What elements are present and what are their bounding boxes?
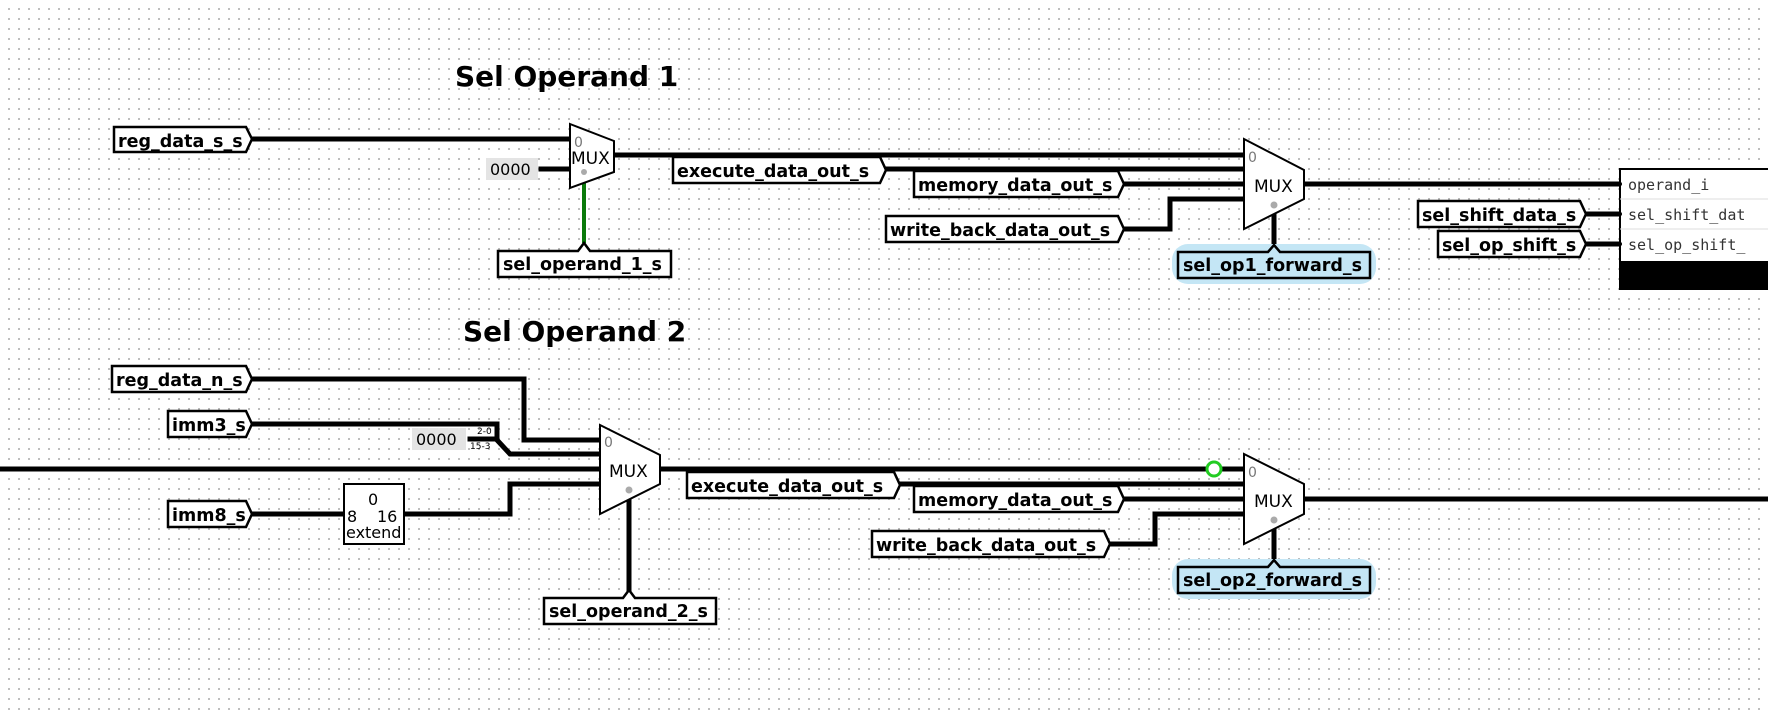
pin — [1618, 212, 1622, 216]
subcircuit-label-bar — [1620, 261, 1768, 289]
wires-operand-1 — [249, 136, 1621, 248]
splitter-high-label: 15-3 — [470, 442, 490, 452]
wire — [249, 376, 603, 443]
tunnel-sel-shift-data[interactable]: sel_shift_data_s — [1416, 199, 1588, 229]
tunnel-label: execute_data_out_s — [677, 162, 869, 182]
mux-forward-1[interactable]: 0 MUX — [1243, 137, 1305, 231]
tunnel-label: execute_data_out_s — [691, 477, 883, 497]
tunnel-label: reg_data_n_s — [116, 371, 243, 391]
tunnel-label: sel_operand_1_s — [503, 255, 662, 275]
tunnel-execute-data-out-1[interactable]: execute_data_out_s — [671, 155, 888, 185]
heading-sel-operand-1: Sel Operand 1 — [455, 60, 678, 93]
port-sel-shift-data: sel_shift_dat — [1628, 206, 1745, 224]
wire — [494, 421, 603, 457]
extender-in-width: 8 — [347, 507, 357, 526]
select-pin — [1270, 201, 1278, 209]
extender-label: extend — [346, 523, 401, 542]
tunnel-imm3[interactable]: imm3_s — [166, 409, 254, 439]
tunnel-memory-data-out-2[interactable]: memory_data_out_s — [912, 484, 1126, 514]
constant-value: 0000 — [416, 430, 457, 449]
tunnel-reg-data-s[interactable]: reg_data_s_s — [112, 125, 254, 154]
extender-const: 0 — [368, 490, 378, 509]
tunnel-imm8[interactable]: imm8_s — [166, 499, 254, 529]
mux-operand-2[interactable]: 0 MUX — [599, 423, 661, 516]
wire — [401, 481, 603, 517]
tunnel-label: write_back_data_out_s — [890, 221, 1110, 241]
wires-operand-2 — [0, 376, 1768, 593]
tunnel-write-back-data-out-2[interactable]: write_back_data_out_s — [870, 529, 1112, 559]
tunnel-sel-op-shift[interactable]: sel_op_shift_s — [1436, 229, 1588, 259]
mux-forward-2[interactable]: 0 MUX — [1243, 452, 1305, 546]
splitter[interactable]: 2-0 15-3 — [470, 427, 492, 452]
tunnel-label: imm3_s — [172, 416, 246, 436]
tunnel-sel-op1-forward[interactable]: sel_op1_forward_s — [1176, 243, 1372, 280]
tunnel-label: reg_data_s_s — [118, 132, 243, 152]
tunnel-label: sel_operand_2_s — [549, 602, 708, 622]
mux-label: MUX — [1254, 177, 1293, 197]
constant-0000-op1[interactable]: 0000 — [486, 158, 538, 180]
extender-out-width: 16 — [377, 507, 397, 526]
mux-label: MUX — [1254, 492, 1293, 512]
tunnel-label: sel_shift_data_s — [1422, 206, 1576, 226]
tunnel-label: imm8_s — [172, 506, 246, 526]
tunnel-label: memory_data_out_s — [918, 176, 1112, 196]
select-pin — [625, 486, 633, 494]
mux-input-0-label: 0 — [1248, 150, 1257, 166]
pin — [1618, 242, 1622, 246]
shifter-subcircuit[interactable]: operand_i sel_shift_dat sel_op_shift_ — [1619, 168, 1768, 290]
probe-marker[interactable] — [1205, 460, 1223, 478]
mux-operand-1[interactable]: 0 MUX — [569, 122, 615, 190]
pin — [1618, 182, 1622, 186]
tunnel-memory-data-out-1[interactable]: memory_data_out_s — [912, 169, 1126, 199]
tunnel-execute-data-out-2[interactable]: execute_data_out_s — [685, 470, 902, 500]
tunnel-label: sel_op_shift_s — [1442, 236, 1576, 256]
wire — [1121, 196, 1245, 232]
tunnel-label: sel_op2_forward_s — [1183, 571, 1362, 591]
mux-input-0-label: 0 — [1248, 465, 1257, 481]
select-pin — [581, 169, 587, 175]
tunnel-sel-operand-2[interactable]: sel_operand_2_s — [542, 587, 718, 626]
mux-label: MUX — [571, 149, 610, 169]
tunnel-sel-operand-1[interactable]: sel_operand_1_s — [496, 240, 673, 279]
splitter-low-label: 2-0 — [477, 427, 492, 437]
select-pin — [1270, 516, 1278, 524]
mux-input-0-label: 0 — [574, 135, 583, 151]
tunnel-write-back-data-out-1[interactable]: write_back_data_out_s — [884, 214, 1126, 244]
wire — [1107, 511, 1245, 547]
tunnel-label: write_back_data_out_s — [876, 536, 1096, 556]
tunnel-reg-data-n[interactable]: reg_data_n_s — [110, 364, 254, 394]
port-operand-i: operand_i — [1628, 176, 1709, 194]
tunnel-label: sel_op1_forward_s — [1183, 256, 1362, 276]
tunnel-label: memory_data_out_s — [918, 491, 1112, 511]
constant-0000-op2[interactable]: 0000 — [412, 428, 466, 450]
heading-sel-operand-2: Sel Operand 2 — [463, 315, 686, 348]
mux-input-0-label: 0 — [604, 435, 613, 451]
constant-value: 0000 — [490, 160, 531, 179]
bit-extender[interactable]: 0 8 16 extend — [343, 483, 405, 545]
port-sel-op-shift: sel_op_shift_ — [1628, 236, 1746, 254]
mux-label: MUX — [609, 462, 648, 482]
tunnel-sel-op2-forward[interactable]: sel_op2_forward_s — [1176, 558, 1372, 595]
